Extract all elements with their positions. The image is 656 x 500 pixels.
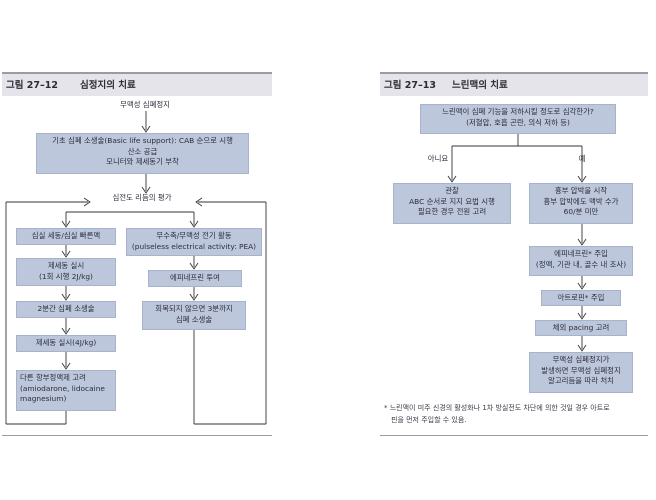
bls-line-3: 모니터와 제세동기 부착 [106, 157, 179, 166]
observe-box: 관찰 ABC 순서로 지지 요법 시행 필요한 경우 전원 고려 [393, 183, 511, 224]
left-figure-number: 그림 27–12 [6, 80, 58, 91]
epi-right-line-2: (정맥, 기관 내, 골수 내 조사) [535, 259, 627, 269]
right-title-bar: 그림 27–13 느린맥의 치료 [380, 72, 648, 96]
left-title-bar: 그림 27–12 심정지의 치료 [2, 72, 272, 96]
pulseless-line-1: 무맥성 심폐정지가 [552, 355, 610, 364]
antiarrhythmic-line-1: 다른 항부정맥제 고려 [20, 373, 86, 382]
footnote-line-2: 핀을 먼저 주입할 수 있음. [391, 416, 467, 424]
right-bottom-rule [380, 435, 648, 436]
observe-line-1: 관찰 [445, 186, 459, 195]
defib2-box: 제세동 실시(4J/kg) [16, 335, 116, 352]
defib1-box: 제세동 실시 (1회 시행 2J/kg) [16, 258, 116, 286]
right-figure-number: 그림 27–13 [384, 80, 436, 91]
asystole-line-2: (pulseless electrical activity: PEA) [131, 241, 257, 251]
defib1-line-1: 제세동 실시 [47, 261, 85, 270]
vf-box: 심실 세동/심실 빠른맥 [16, 228, 116, 245]
pulseless-line-2: 발생하면 무맥성 심폐정지 [541, 365, 621, 375]
compress-line-1: 흉부 압박을 시작 [554, 186, 608, 195]
antiarrhythmic-line-3: magnesium) [20, 394, 67, 403]
footnote: * 느린맥이 미주 신경의 활성화나 1차 방실전도 차단에 의한 것일 경우 … [384, 402, 646, 426]
cpr2-box: 2분간 심폐 소생술 [16, 301, 116, 318]
cpr3-line-2: 심폐 소생술 [175, 314, 213, 324]
antiarrhythmic-box: 다른 항부정맥제 고려 (amiodarone, lidocaine magne… [16, 370, 116, 411]
asystole-pea-box: 무수축/무맥성 전기 활동 (pulseless electrical acti… [126, 228, 262, 256]
question-line-2: (저혈압, 호흡 곤란, 의식 저하 등) [466, 117, 570, 127]
left-bottom-rule [2, 435, 272, 436]
defib2-label: 제세동 실시(4J/kg) [35, 338, 97, 347]
bls-line-1: 기초 심폐 소생술(Basic life support): CAB 순으로 시… [52, 136, 233, 145]
epi-box-right: 에피네프린* 주입 (정맥, 기관 내, 골수 내 조사) [529, 246, 633, 276]
atropine-label: 아트로핀* 주입 [557, 293, 605, 302]
vf-label: 심실 세동/심실 빠른맥 [31, 231, 101, 240]
rhythm-eval-node: 심전도 리듬의 평가 [112, 193, 172, 202]
pacing-box: 체외 pacing 고려 [535, 320, 627, 336]
asystole-line-1: 무수축/무맥성 전기 활동 [156, 231, 232, 240]
cpr3-box: 회복되지 않으면 3분까지 심폐 소생술 [142, 301, 246, 330]
pulseless-box: 무맥성 심폐정지가 발생하면 무맥성 심폐정지 알고리듬을 따라 처치 [529, 352, 633, 393]
compress-box: 흉부 압박을 시작 흉부 압박에도 맥박 수가 60/분 미만 [529, 183, 633, 224]
defib1-line-2: (1회 시행 2J/kg) [39, 271, 93, 281]
cpr2-label: 2분간 심폐 소생술 [37, 304, 95, 313]
left-figure-title: 심정지의 치료 [80, 80, 136, 91]
no-label: 아니요 [427, 154, 449, 163]
bls-box: 기초 심폐 소생술(Basic life support): CAB 순으로 시… [36, 133, 249, 174]
cpr3-line-1: 회복되지 않으면 3분까지 [155, 304, 233, 313]
question-box: 느린맥이 심폐 기능을 저하시킬 정도로 심각한가? (저혈압, 호흡 곤란, … [420, 104, 616, 134]
epi-box-left: 에피네프린 투여 [148, 270, 242, 287]
epi-left-label: 에피네프린 투여 [170, 273, 220, 282]
right-figure-title: 느린맥의 치료 [452, 80, 508, 91]
bls-line-2: 산소 공급 [127, 146, 158, 156]
pulseless-line-3: 알고리듬을 따라 처치 [548, 376, 614, 385]
epi-right-line-1: 에피네프린* 주입 [554, 249, 608, 258]
start-node: 무맥성 심폐정지 [120, 100, 170, 109]
observe-line-2: ABC 순서로 지지 요법 시행 [409, 196, 495, 206]
footnote-line-1: * 느린맥이 미주 신경의 활성화나 1차 방실전도 차단에 의한 것일 경우 … [384, 404, 610, 412]
observe-line-3: 필요한 경우 전원 고려 [417, 207, 487, 216]
pacing-label: 체외 pacing 고려 [552, 323, 610, 332]
compress-line-3: 60/분 미만 [563, 207, 599, 216]
atropine-box: 아트로핀* 주입 [541, 290, 621, 306]
antiarrhythmic-line-2: (amiodarone, lidocaine [20, 383, 105, 393]
question-line-1: 느린맥이 심폐 기능을 저하시킬 정도로 심각한가? [442, 107, 594, 116]
compress-line-2: 흉부 압박에도 맥박 수가 [543, 196, 619, 206]
